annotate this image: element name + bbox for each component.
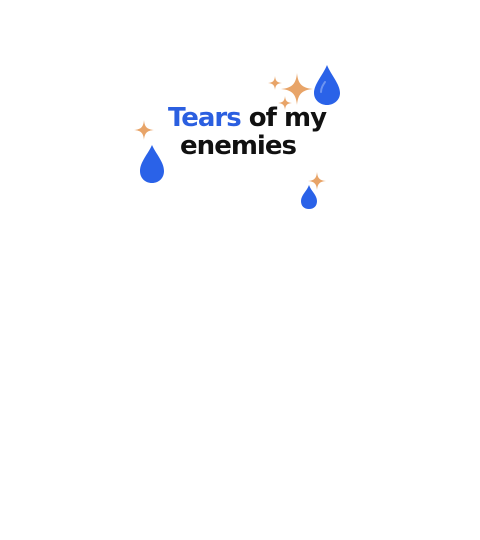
- teardrop-icon: [140, 145, 164, 183]
- title-rest-words: of my: [248, 103, 327, 133]
- sparkle-icon: [281, 73, 313, 105]
- tears-of-my-enemies-design: Tears of my enemies: [128, 60, 348, 220]
- teardrop-icon: [314, 65, 340, 105]
- design-title: Tears of my enemies: [128, 104, 348, 160]
- sparkle-icon: [278, 96, 292, 110]
- title-accent-word: Tears: [167, 103, 242, 133]
- sparkle-icon: [134, 120, 154, 140]
- sparkle-icon: [268, 76, 282, 90]
- sparkle-icon: [308, 172, 326, 190]
- title-line-1: Tears of my: [128, 104, 348, 132]
- title-line-2: enemies: [180, 131, 297, 161]
- teardrop-icon: [301, 185, 317, 209]
